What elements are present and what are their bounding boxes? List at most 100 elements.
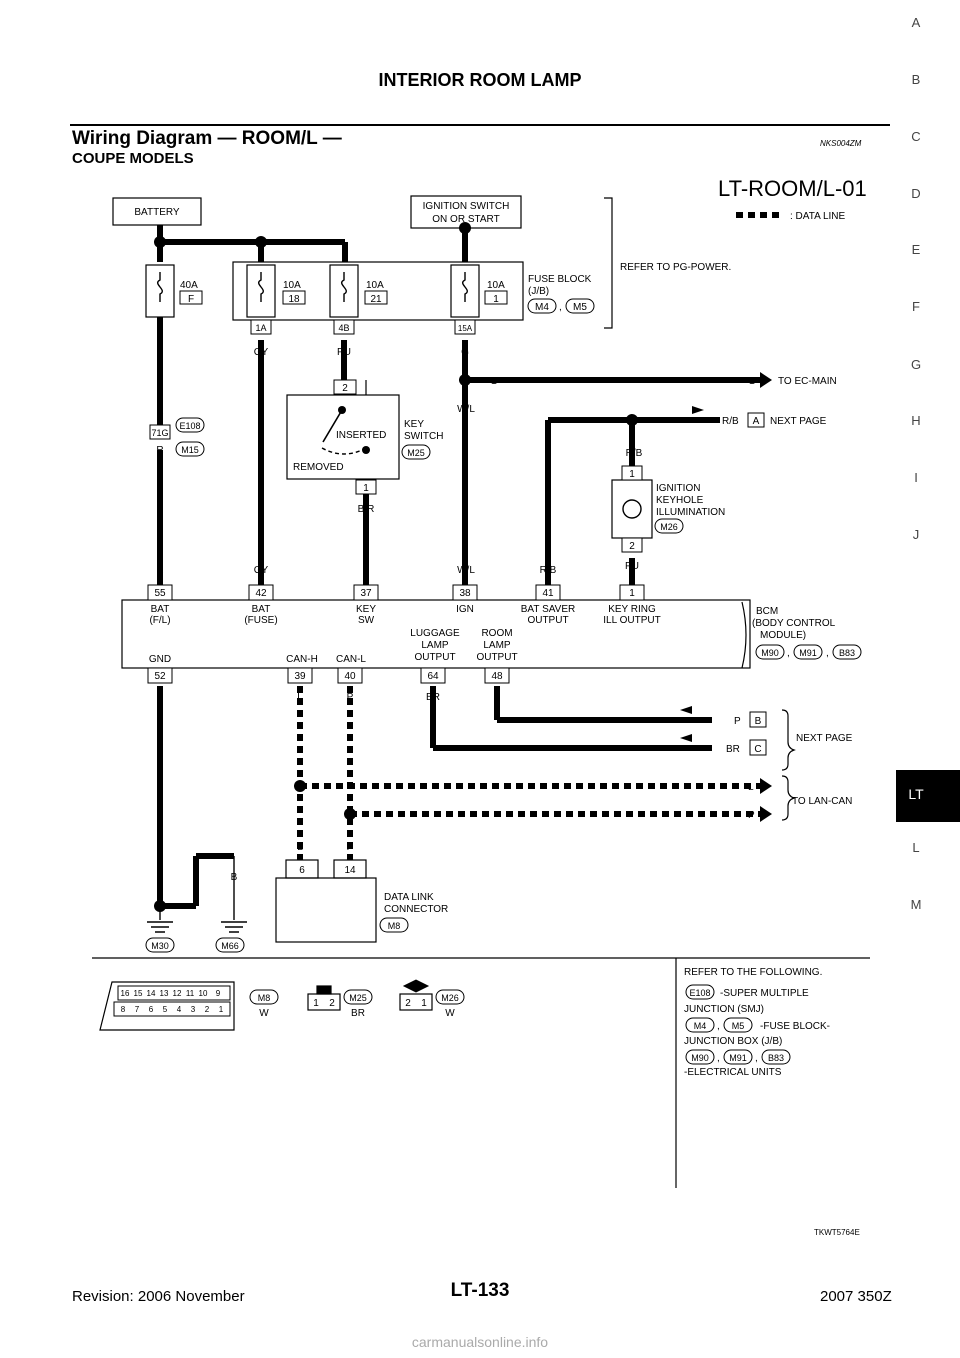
bcm-pin-1: 1 xyxy=(629,588,635,599)
refer-sep-2: , xyxy=(717,1053,720,1064)
ikh-conn-label: M26 xyxy=(660,522,678,532)
fuse-block-conn-2: M5 xyxy=(573,302,587,313)
bcm-name-1: BCM xyxy=(756,606,778,617)
m8-bot-pin-5: 3 xyxy=(191,1005,196,1014)
m8-bot-pin-3: 5 xyxy=(163,1005,168,1014)
bcm-canl-label: CAN-L xyxy=(336,654,366,665)
bcm-label-41b: OUTPUT xyxy=(527,615,568,626)
m25-pin-0: 1 xyxy=(313,998,319,1009)
l-wire-label: L xyxy=(297,692,303,703)
r-mid-label: R xyxy=(156,445,163,456)
fuse-num-1: 18 xyxy=(288,294,300,305)
fuse-wire-3: G xyxy=(461,347,469,358)
pu-lower-label: PU xyxy=(625,561,639,572)
gy-lower-label: GY xyxy=(254,565,269,576)
bcm-conn-1: M90 xyxy=(761,648,779,658)
b-gnd-label-2: B xyxy=(193,872,200,883)
next-page-label-2: NEXT PAGE xyxy=(796,733,853,744)
dlc-label-2: CONNECTOR xyxy=(384,904,448,915)
g-right-label: G xyxy=(748,376,756,387)
bcm-pin-39: 39 xyxy=(294,671,306,682)
bcm-conn-sep-2: , xyxy=(826,648,829,659)
fuse-block-label-2: (J/B) xyxy=(528,286,549,297)
footer-watermark: carmanualsonline.info xyxy=(411,1334,549,1350)
m25-color: BR xyxy=(351,1008,365,1019)
side-index-a: A xyxy=(911,15,921,30)
ign-switch-label-2: ON OR START xyxy=(432,214,499,225)
fuse-num-2: 21 xyxy=(370,294,382,305)
p-right2-label: P xyxy=(748,810,755,821)
joint-label: 71G xyxy=(151,428,168,438)
g-left-label: G xyxy=(490,376,498,387)
ikh-pin-2: 2 xyxy=(629,541,635,552)
side-index-d: D xyxy=(911,186,921,201)
refer-sep-3: , xyxy=(755,1053,758,1064)
bcm-label-1a: KEY RING xyxy=(608,604,656,615)
r-lower-label: R xyxy=(156,565,163,576)
bcm-luggage-1: LUGGAGE xyxy=(410,628,460,639)
side-index-g: G xyxy=(910,357,922,372)
bcm-conn-sep-1: , xyxy=(787,648,790,659)
ign-switch-label-1: IGNITION SWITCH xyxy=(423,201,510,212)
conn-c-label: C xyxy=(754,744,761,755)
bcm-label-38a: IGN xyxy=(456,604,474,615)
l-lower-label: L xyxy=(297,842,303,853)
conn-b-label: B xyxy=(755,716,762,727)
fuse-term-1: 1A xyxy=(255,323,266,333)
refer-title: REFER TO THE FOLLOWING. xyxy=(684,967,822,978)
bcm-pin-40: 40 xyxy=(344,671,356,682)
br-label: B/R xyxy=(358,504,375,515)
footer-model: 2007 350Z xyxy=(820,1288,892,1305)
bcm-pin-37: 37 xyxy=(360,588,372,599)
side-index-h: H xyxy=(911,413,921,428)
section-subtitle: COUPE MODELS xyxy=(72,150,194,167)
bcm-label-1b: ILL OUTPUT xyxy=(603,615,660,626)
dlc-label-1: DATA LINK xyxy=(384,892,434,903)
m8-top-pin-3: 13 xyxy=(160,989,169,998)
side-index-c: C xyxy=(911,129,921,144)
p-wire-label: P xyxy=(347,692,354,703)
fuse-num-3: 1 xyxy=(493,294,499,305)
r-upper-label: R xyxy=(156,406,163,417)
dlc-pin-2: 14 xyxy=(344,865,356,876)
side-index-active-label: LT xyxy=(908,786,924,802)
fuse-num-0: F xyxy=(188,294,194,305)
m26-pin-0: 2 xyxy=(405,998,411,1009)
side-index-e: E xyxy=(911,242,921,257)
bcm-label-41a: BAT SAVER xyxy=(521,604,575,615)
m8-bot-pin-7: 1 xyxy=(219,1005,224,1014)
refer-e108-text-1: -SUPER MULTIPLE xyxy=(720,988,809,999)
e108-label: E108 xyxy=(179,421,200,431)
next-page-label-1: NEXT PAGE xyxy=(770,416,827,427)
m8-top-pin-7: 9 xyxy=(216,989,221,998)
refer-e108: E108 xyxy=(689,988,710,998)
key-pin-bottom: 1 xyxy=(363,483,369,494)
key-conn-label: M25 xyxy=(407,448,425,458)
fuse-wire-2: PU xyxy=(337,347,351,358)
bcm-luggage-2: LAMP xyxy=(421,640,449,651)
battery-label: BATTERY xyxy=(134,207,180,218)
bcm-label-55b: (F/L) xyxy=(149,615,170,626)
bcm-room-1: ROOM xyxy=(481,628,512,639)
m8-bot-pin-1: 7 xyxy=(135,1005,140,1014)
m26-pin-1: 1 xyxy=(421,998,427,1009)
bcm-pin-48: 48 xyxy=(491,671,503,682)
key-switch-label-2: SWITCH xyxy=(404,431,443,442)
bcm-pin-52: 52 xyxy=(154,671,166,682)
refer-m90: M90 xyxy=(691,1053,709,1063)
side-index-i: I xyxy=(914,470,918,485)
fuse-amp-2: 10A xyxy=(366,280,384,291)
fuse-amp-1: 10A xyxy=(283,280,301,291)
bcm-conn-2: M91 xyxy=(799,648,817,658)
bcm-canh-label: CAN-H xyxy=(286,654,318,665)
refer-eu-text: -ELECTRICAL UNITS xyxy=(684,1067,782,1078)
refer-fb-text-2: JUNCTION BOX (J/B) xyxy=(684,1036,782,1047)
m8-bot-pin-2: 6 xyxy=(149,1005,154,1014)
footer-page-number: LT-133 xyxy=(450,1280,510,1301)
bcm-conn-3: B83 xyxy=(839,648,855,658)
key-pin-top: 2 xyxy=(342,383,348,394)
refer-m91: M91 xyxy=(729,1053,747,1063)
to-ec-main-label: TO EC-MAIN xyxy=(778,376,837,387)
m8-color: W xyxy=(259,1008,269,1019)
ikh-label-3: ILLUMINATION xyxy=(656,507,725,518)
